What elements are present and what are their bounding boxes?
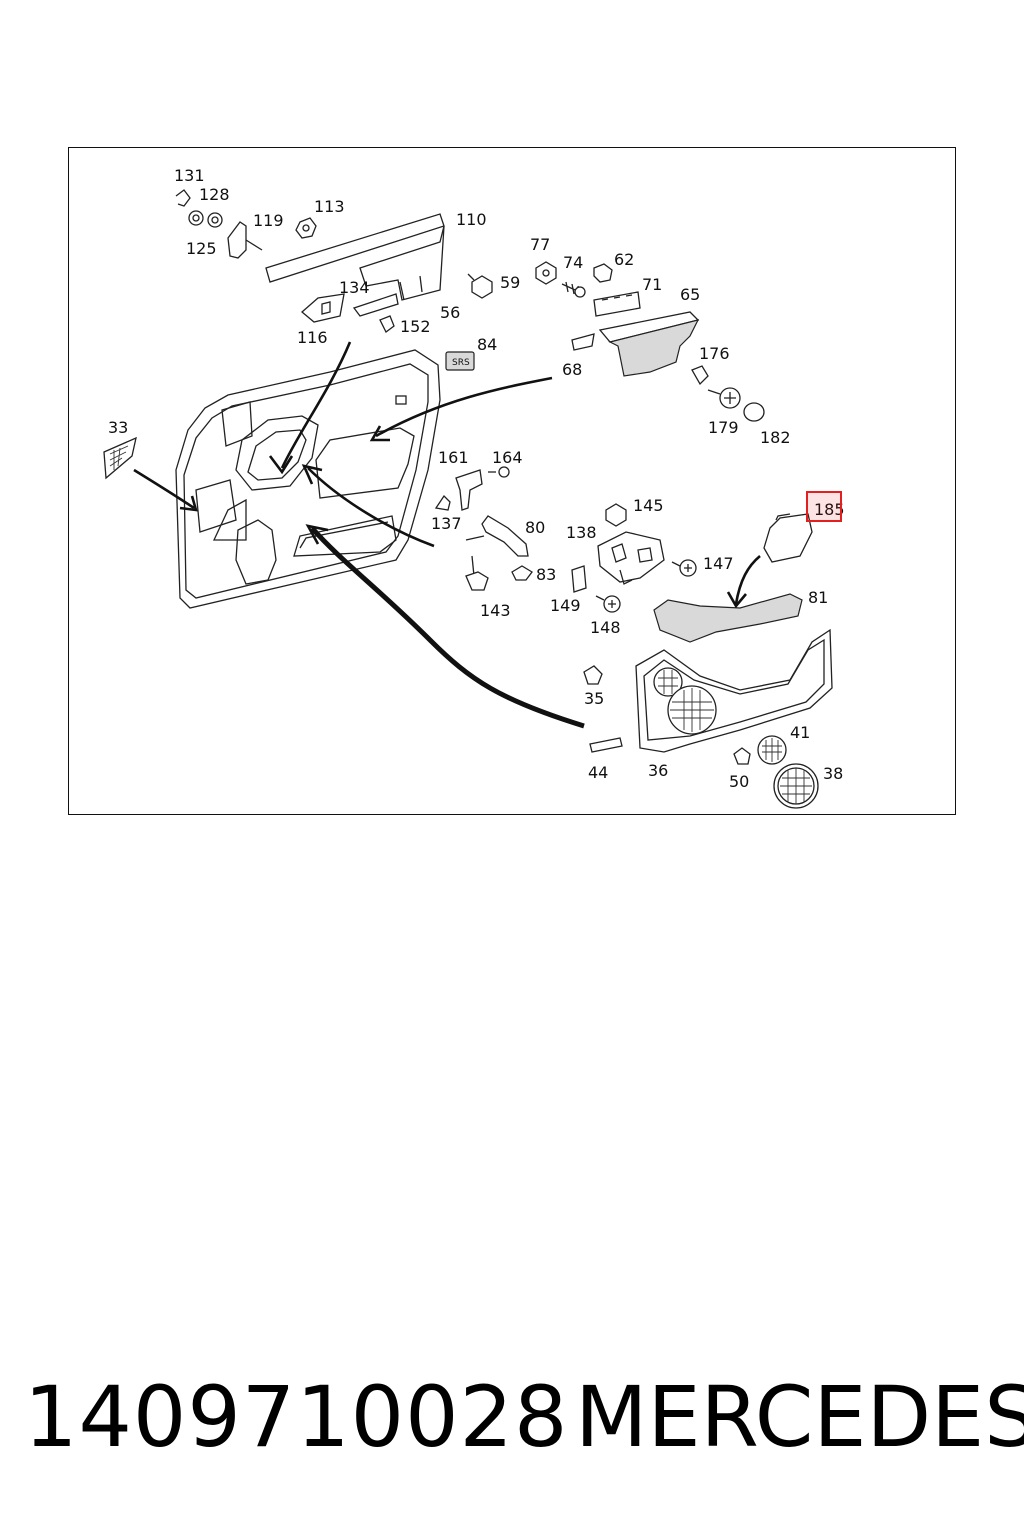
armrest-81 — [653, 593, 803, 643]
callout-label-137: 137 — [431, 514, 462, 533]
callout-label-134: 134 — [339, 278, 370, 297]
callout-label-83: 83 — [536, 565, 556, 584]
callout-label-145: 145 — [633, 496, 664, 515]
callout-label-131: 131 — [174, 166, 205, 185]
bracket-138 — [597, 531, 665, 585]
switch-116 — [300, 293, 345, 323]
part-number: 1409710028 — [24, 1368, 569, 1466]
callout-label-179: 179 — [708, 418, 739, 437]
speaker-grille-41 — [757, 735, 787, 765]
washer-125 — [207, 212, 223, 228]
callout-label-36: 36 — [648, 761, 668, 780]
parts-diagram: SRS — [103, 166, 845, 809]
strip-44 — [589, 737, 623, 753]
callout-label-44: 44 — [588, 763, 608, 782]
brand-name: MERCEDES — [575, 1368, 1024, 1466]
callout-label-164: 164 — [492, 448, 523, 467]
callout-label-41: 41 — [790, 723, 810, 742]
screw-179 — [707, 387, 741, 409]
grip-80 — [465, 515, 529, 557]
bracket-134 — [352, 293, 399, 317]
callout-label-148: 148 — [590, 618, 621, 637]
nut-77 — [535, 261, 557, 285]
callout-label-138: 138 — [566, 523, 597, 542]
callout-label-147: 147 — [703, 554, 734, 573]
callout-label-38: 38 — [823, 764, 843, 783]
callout-label-176: 176 — [699, 344, 730, 363]
callout-label-80: 80 — [525, 518, 545, 537]
nut-113 — [295, 217, 317, 239]
callout-label-33: 33 — [108, 418, 128, 437]
bracket-149 — [571, 565, 587, 593]
clip-83 — [511, 565, 533, 581]
callout-label-128: 128 — [199, 185, 230, 204]
callout-label-185: 185 — [814, 500, 845, 519]
screw-59 — [467, 273, 493, 299]
tweeter-cover-33 — [103, 436, 137, 480]
callout-label-74: 74 — [563, 253, 583, 272]
bracket-161 — [455, 469, 483, 511]
callout-label-182: 182 — [760, 428, 791, 447]
screw-143 — [465, 555, 489, 591]
door-pull-65 — [571, 311, 700, 377]
clip-137 — [434, 494, 451, 511]
callout-label-84: 84 — [477, 335, 497, 354]
callout-label-161: 161 — [438, 448, 469, 467]
trim-strip-110 — [265, 213, 445, 301]
svg-text:SRS: SRS — [452, 358, 470, 368]
callout-label-81: 81 — [808, 588, 828, 607]
nut-50 — [733, 747, 751, 765]
callout-label-35: 35 — [584, 689, 604, 708]
callout-label-77: 77 — [530, 235, 550, 254]
callout-label-113: 113 — [314, 197, 345, 216]
callout-label-119: 119 — [253, 211, 284, 230]
callout-label-56: 56 — [440, 303, 460, 322]
clip-176 — [691, 365, 709, 386]
callout-label-71: 71 — [642, 275, 662, 294]
callout-label-62: 62 — [614, 250, 634, 269]
highlight-box — [806, 491, 842, 522]
speaker-grille-38 — [773, 763, 819, 809]
assembly-arrows — [133, 341, 761, 729]
callout-label-149: 149 — [550, 596, 581, 615]
callout-label-65: 65 — [680, 285, 700, 304]
diagram-frame — [68, 147, 956, 815]
callout-label-143: 143 — [480, 601, 511, 620]
door-panel-main — [175, 349, 441, 609]
callout-label-68: 68 — [562, 360, 582, 379]
cap-182 — [743, 402, 765, 422]
callout-label-110: 110 — [456, 210, 487, 229]
nut-35 — [583, 665, 603, 685]
screw-62 — [593, 263, 613, 283]
footer: 1409710028 MERCEDES — [0, 1368, 1024, 1478]
cover-cap-185 — [763, 513, 813, 563]
clip-152 — [379, 315, 395, 333]
pin-164 — [488, 466, 510, 478]
clip-145 — [605, 503, 627, 527]
callout-label-50: 50 — [729, 772, 749, 791]
washer-128 — [188, 210, 204, 226]
callout-label-125: 125 — [186, 239, 217, 258]
bracket-119 — [227, 221, 263, 259]
clip-131 — [175, 189, 191, 207]
screw-74 — [561, 281, 586, 298]
screw-147 — [671, 559, 697, 577]
sas-badge-84: SRS — [445, 351, 475, 371]
callout-label-59: 59 — [500, 273, 520, 292]
lower-panel-36 — [635, 628, 833, 753]
screw-148 — [595, 595, 621, 613]
plate-71 — [593, 291, 641, 317]
callout-label-152: 152 — [400, 317, 431, 336]
callout-label-116: 116 — [297, 328, 328, 347]
